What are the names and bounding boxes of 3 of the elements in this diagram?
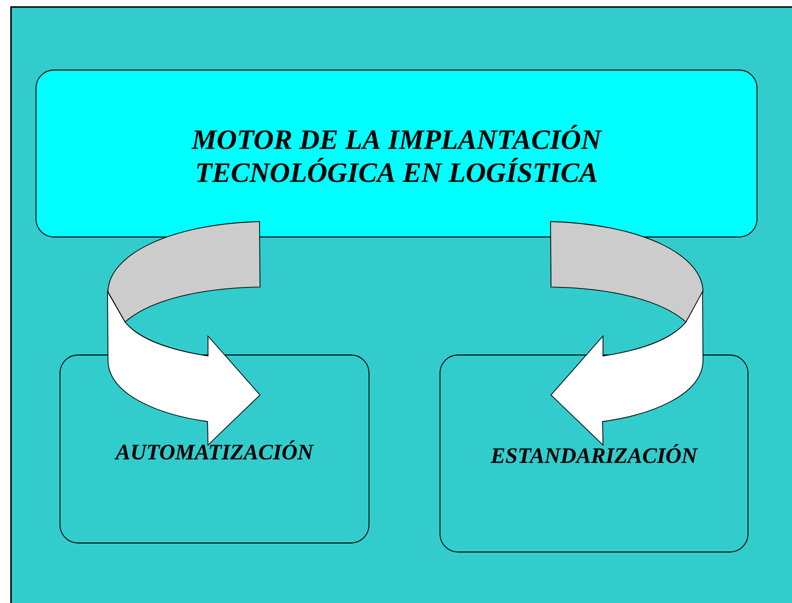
curved-arrow: [550, 221, 704, 446]
curved-arrow: [107, 221, 260, 446]
title-box: MOTOR DE LA IMPLANTACIÓN TECNOLÓGICA EN LOGÍSTICA: [36, 70, 758, 238]
